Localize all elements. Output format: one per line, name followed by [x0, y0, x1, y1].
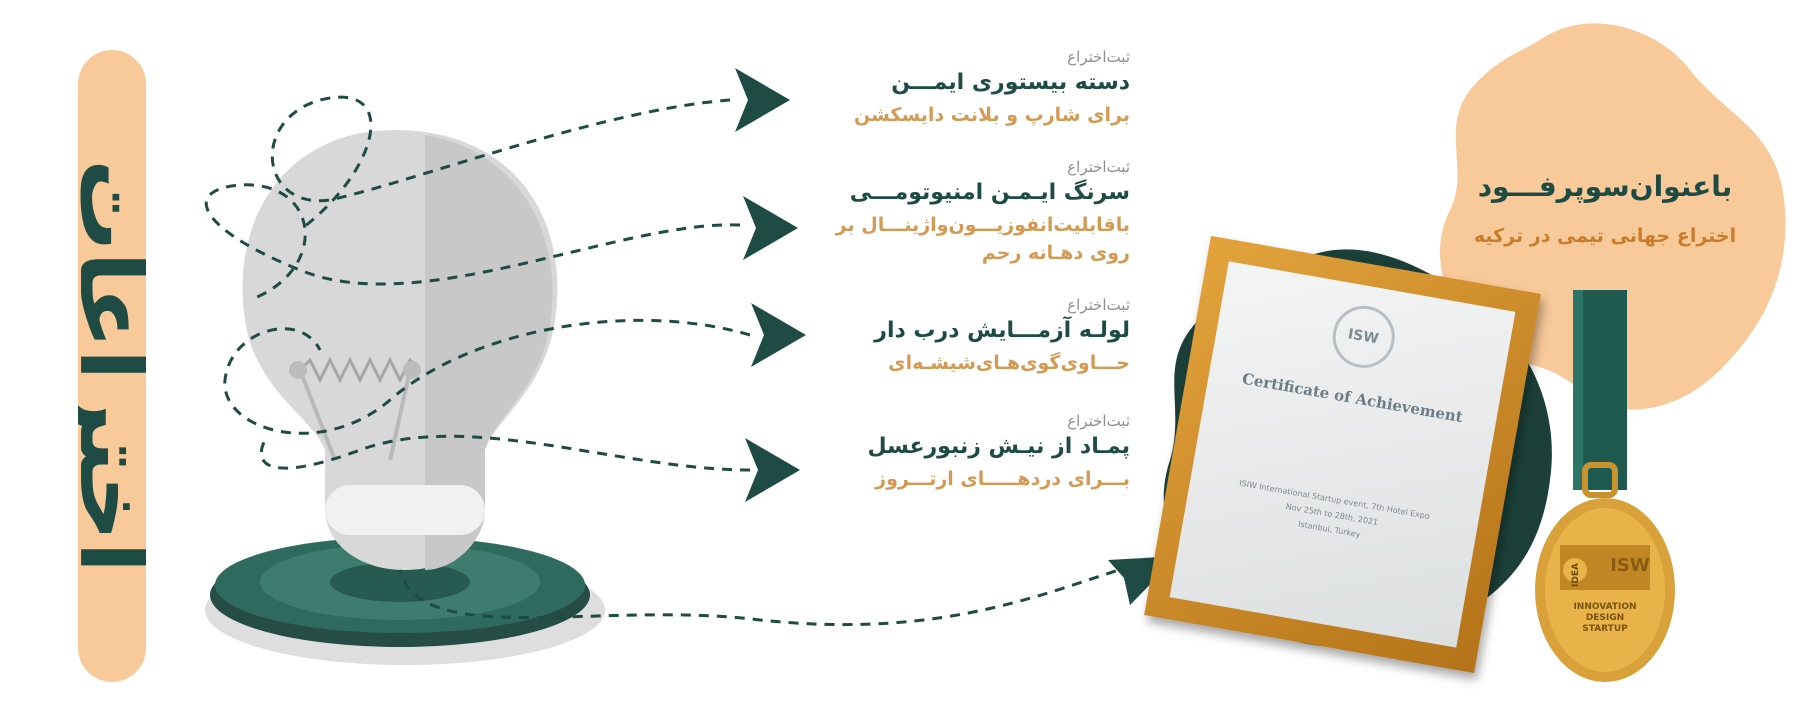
invention-name: پمـاد از نیـش زنبورعسل [867, 434, 1130, 459]
medal-loop [1582, 462, 1618, 498]
invention-name: سرنگ ایـمـن امنیوتومـــی [849, 180, 1130, 205]
arrow-path-2 [204, 183, 741, 302]
inventions-list: ثبت‌اختراع دسته بیستوری ایمـــن برای شار… [780, 48, 1130, 518]
invention-item: ثبت‌اختراع لولـه آزمـــایش درب دار حـــا… [874, 296, 1130, 377]
invention-subtitle: حـــاوی‌گوی‌هـای‌شیشـه‌ای [888, 352, 1130, 374]
invention-tag: ثبت‌اختراع [1067, 48, 1130, 66]
filament-node-left [289, 361, 307, 379]
invention-tag: ثبت‌اختراع [1067, 296, 1130, 314]
arrow-head-2 [743, 196, 798, 260]
page-title: اختراعات [78, 159, 146, 573]
arrow-head-3 [751, 303, 806, 367]
arrow-head-1 [735, 68, 790, 132]
certificate-frame: ISW Certificate of Achievement ISIW Inte… [1144, 235, 1541, 674]
invention-subtitle: باقابلیت‌انفوزیـــون‌واژینـــال بر روی د… [835, 214, 1130, 264]
certificate-seal: ISW [1327, 300, 1400, 373]
medal-line-2: DESIGN [1585, 613, 1625, 623]
arrow-head-4 [745, 438, 800, 502]
ribbon-stripe [1573, 290, 1583, 490]
invention-item: ثبت‌اختراع سرنگ ایـمـن امنیوتومـــی باقا… [820, 158, 1130, 267]
filament-node-right [403, 361, 421, 379]
medal [1535, 290, 1675, 682]
filament-coil [298, 356, 422, 384]
medal-text: INNOVATION DESIGN STARTUP [1560, 602, 1650, 635]
medal-side-text: IDEA [1571, 563, 1581, 587]
globe-icon [1563, 558, 1587, 582]
invention-name: لولـه آزمـــایش درب دار [874, 318, 1130, 343]
lightbulb-illustration [205, 130, 605, 665]
certificate-paper: ISW Certificate of Achievement ISIW Inte… [1169, 261, 1516, 648]
arrow-path-3 [223, 318, 751, 435]
invention-subtitle: برای شارپ و بلانت دایسکشن [853, 104, 1130, 126]
invention-name: دسته بیستوری ایمـــن [891, 70, 1130, 95]
certificate-title: Certificate of Achievement [1240, 369, 1465, 427]
arrow-path-5 [398, 558, 1151, 627]
invention-subtitle: بـــرای دردهـــــای ارتـــروز [875, 468, 1130, 490]
arrow-path-1 [270, 95, 731, 232]
filament-wires [298, 369, 412, 461]
invention-item: ثبت‌اختراع پمـاد از نیـش زنبورعسل بـــرا… [867, 412, 1130, 493]
medal-brand: ISW [1610, 555, 1650, 576]
arrow-path-4 [259, 434, 751, 472]
medal-line-3: STARTUP [1582, 624, 1628, 634]
bulb-shade [425, 135, 553, 570]
invention-tag: ثبت‌اختراع [1067, 412, 1130, 430]
invention-item: ثبت‌اختراع دسته بیستوری ایمـــن برای شار… [854, 48, 1130, 129]
award-subtitle: اختراع جهانی تیمی در ترکیه [1473, 225, 1737, 247]
bulb-neck [325, 485, 485, 535]
base-center [330, 562, 470, 602]
title-backdrop [78, 50, 146, 682]
award-title: باعنوان‌سوپرفـــود [1477, 170, 1733, 203]
invention-tag: ثبت‌اختراع [1067, 158, 1130, 176]
medal-line-1: INNOVATION [1573, 602, 1637, 612]
